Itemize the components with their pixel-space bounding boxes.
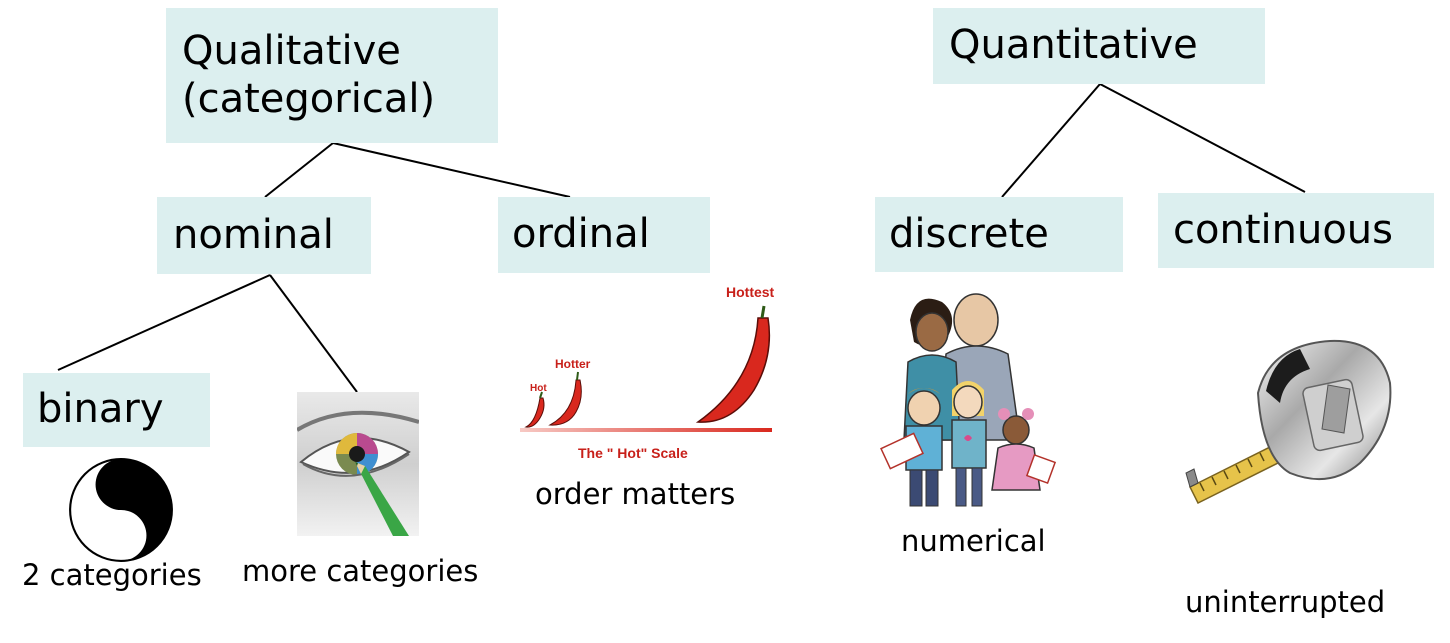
node-discrete-label: discrete <box>889 210 1049 257</box>
hottest-label: Hottest <box>726 284 775 300</box>
node-binary: binary <box>23 373 210 447</box>
yin-yang-icon <box>68 457 174 563</box>
hot-label: Hot <box>530 383 547 394</box>
eye-pencil-image <box>297 392 419 536</box>
node-quantitative-label: Quantitative <box>949 22 1198 69</box>
connector-nominal-binary <box>57 274 271 371</box>
caption-two-categories: 2 categories <box>22 558 202 592</box>
connector-quantitative-continuous <box>1099 83 1306 193</box>
node-nominal-label: nominal <box>173 211 334 258</box>
chili-hot <box>524 397 545 428</box>
chili-hottest <box>695 317 771 423</box>
caption-numerical: numerical <box>901 524 1046 558</box>
caption-more-categories: more categories <box>242 554 479 588</box>
tape-measure-image <box>1180 333 1396 513</box>
node-binary-label: binary <box>37 386 164 433</box>
caption-order-matters: order matters <box>535 477 736 511</box>
connector-qualitative-nominal <box>264 142 334 198</box>
connector-qualitative-ordinal <box>332 142 571 198</box>
chili-scale-image: Hot Hotter Hottest The " Hot" Scale <box>518 282 780 464</box>
hotter-label: Hotter <box>555 357 591 371</box>
node-continuous: continuous <box>1158 193 1434 268</box>
node-ordinal-label: ordinal <box>512 211 650 258</box>
node-continuous-label: continuous <box>1173 206 1393 253</box>
node-qualitative-label: Qualitative (categorical) <box>182 28 436 122</box>
node-ordinal: ordinal <box>498 197 710 273</box>
node-discrete: discrete <box>875 197 1123 272</box>
family-illustration <box>880 290 1060 512</box>
node-quantitative: Quantitative <box>933 8 1265 84</box>
caption-uninterrupted: uninterrupted <box>1185 585 1386 619</box>
connector-nominal-more <box>269 274 358 393</box>
connector-quantitative-discrete <box>1001 83 1101 198</box>
scale-line <box>520 428 772 432</box>
node-nominal: nominal <box>157 197 371 274</box>
node-qualitative: Qualitative (categorical) <box>166 8 498 143</box>
chili-hotter <box>548 379 582 426</box>
scale-title: The " Hot" Scale <box>578 445 688 461</box>
